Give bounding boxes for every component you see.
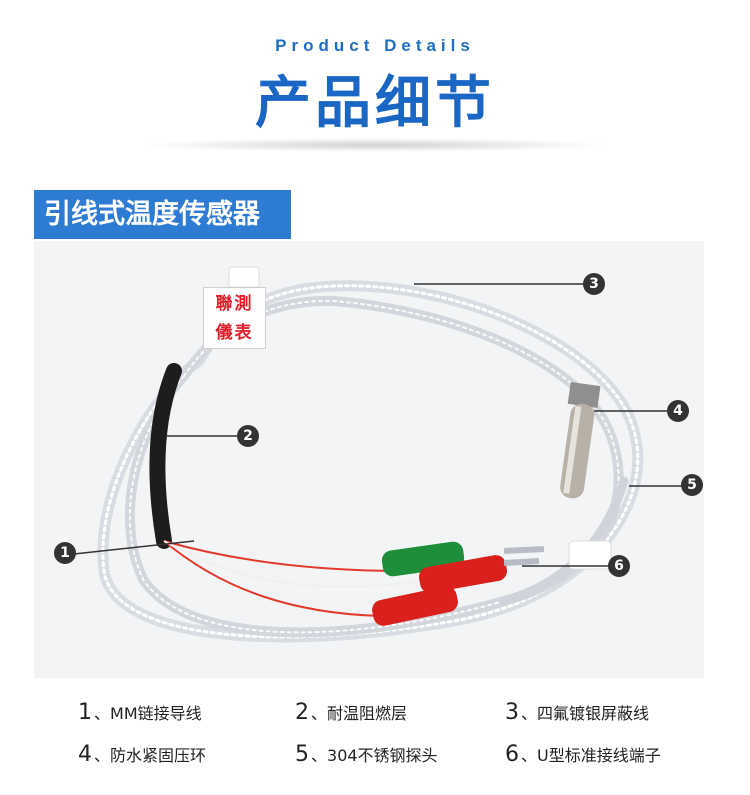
white-fastener-top [228,266,260,288]
callout-3: 3 [583,273,605,295]
red-lead-2 [163,540,380,617]
u-terminal [503,546,545,566]
section-title: 引线式温度传感器 [34,190,291,239]
red-lead-1 [163,540,405,572]
legend-item: 5、304不锈钢探头 [295,742,438,767]
legend-item: 3、四氟镀银屏蔽线 [505,700,650,725]
header-english-title: Product Details [275,36,475,55]
callout-5: 5 [681,474,703,496]
callout-1: 1 [54,542,76,564]
product-photo: 聯測 儀表 1 2 3 4 5 6 [34,241,704,678]
legend-item: 2、耐温阻燃层 [295,700,408,725]
red-clip-2 [372,586,458,626]
white-lead [163,540,425,588]
sensor-illustration [73,266,684,643]
header-chinese-title: 产品细节 [255,71,495,136]
header-divider-shadow [140,138,610,152]
white-fastener [568,540,612,570]
callout-line-1 [73,540,195,555]
stamp-line-2: 儀表 [215,323,254,343]
stamp-line-1: 聯測 [215,294,254,314]
legend-item: 1、MM链接导线 [78,700,202,725]
red-clip-1 [418,555,508,593]
callout-lines [73,283,684,567]
steel-probe [560,381,601,499]
brand-stamp: 聯測 儀表 [203,287,266,349]
legend-item: 4、防水紧固压环 [78,742,207,767]
callout-4: 4 [667,400,689,422]
legend-item: 6、U型标准接线端子 [505,742,661,767]
parts-legend: 1、MM链接导线 2、耐温阻燃层 3、四氟镀银屏蔽线 4、防水紧固压环 5、30… [0,698,750,778]
callout-6: 6 [608,555,630,577]
callout-2: 2 [237,425,259,447]
black-sleeve [149,363,182,549]
